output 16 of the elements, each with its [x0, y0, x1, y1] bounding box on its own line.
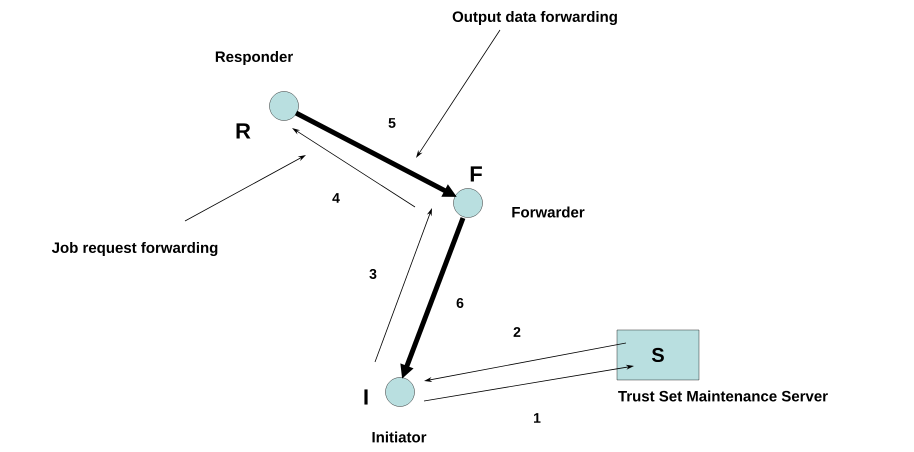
edge-label: 1	[532, 412, 542, 424]
node-caption: Forwarder	[512, 206, 584, 218]
node-letter: R	[236, 123, 250, 139]
annotation-text: Output data forwarding	[452, 10, 617, 26]
edge-label: 4	[331, 192, 341, 204]
node-letter: I	[364, 389, 368, 405]
node-caption: Trust Set Maintenance Server	[618, 390, 828, 402]
edge-label: 5	[387, 117, 397, 129]
node-caption: Initiator	[372, 431, 426, 442]
node-letter: F	[470, 166, 482, 182]
annotation-text: Job request forwarding	[52, 242, 218, 256]
node-caption: Responder	[216, 51, 293, 65]
edge-label: 2	[512, 326, 522, 338]
edge-label: 6	[455, 297, 465, 309]
edge-label: 3	[368, 268, 378, 280]
server-box: S	[616, 330, 700, 380]
